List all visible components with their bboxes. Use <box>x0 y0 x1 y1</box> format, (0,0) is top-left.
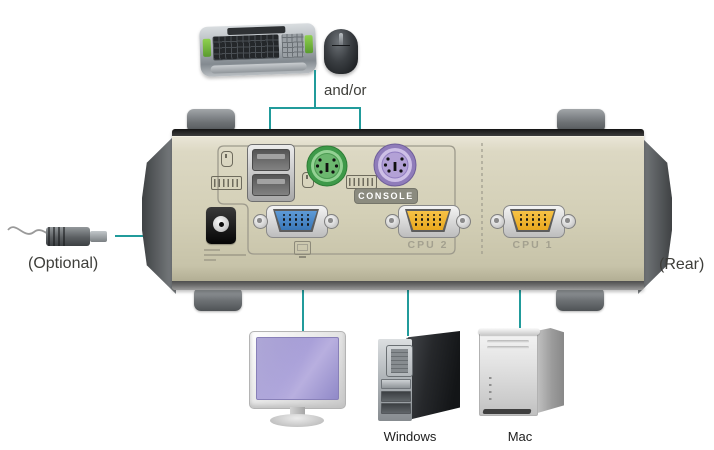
optional-label: (Optional) <box>28 255 99 272</box>
vga-screw-left <box>253 214 268 229</box>
mouse-scroll-wheel <box>339 33 343 46</box>
connector-line-mac <box>519 289 521 330</box>
connector-line-windows <box>407 289 409 336</box>
mac-front-slit <box>487 340 529 343</box>
windows-front-vent <box>386 345 413 377</box>
power-jack-pin-hole <box>218 221 224 227</box>
connector-line-power <box>115 235 155 237</box>
cpu2-vga-port-yellow <box>385 203 471 239</box>
monitor-base <box>270 414 324 427</box>
mac-computer-illustration <box>478 327 567 418</box>
dc-power-jack <box>206 207 236 244</box>
connector-line-console-drop-right <box>359 107 361 133</box>
mouse-illustration <box>324 29 358 74</box>
panel-bottom-edge <box>172 281 644 290</box>
mouse-icon <box>221 151 233 167</box>
monitor-illustration <box>249 331 346 428</box>
power-plug-cable <box>7 226 50 236</box>
console-group-outline <box>217 145 456 255</box>
mac-handle <box>478 328 540 335</box>
usb-port-bottom <box>252 174 290 196</box>
windows-computer-illustration <box>378 331 462 422</box>
windows-drive-bay <box>381 391 411 402</box>
windows-computer-label: Windows <box>383 429 437 444</box>
ps2-keyboard-port-purple <box>373 143 417 187</box>
monitor-neck <box>290 407 305 416</box>
mouse-button-split <box>332 45 350 46</box>
vga-connector-face <box>407 211 449 230</box>
panel-top-edge <box>172 129 644 137</box>
vga-screw-left <box>490 214 505 229</box>
vga-screw-right <box>324 214 339 229</box>
and-or-label: and/or <box>324 82 367 99</box>
console-vga-port-blue <box>253 203 339 239</box>
keyboard-icon <box>211 176 242 191</box>
power-plug-barrel <box>46 227 90 246</box>
mac-tower-front <box>478 328 540 416</box>
vga-connector-face <box>512 211 554 230</box>
usb-console-ports <box>247 144 295 202</box>
connector-line-console-stem <box>314 70 316 108</box>
ps2-mouse-port-green <box>306 145 348 187</box>
power-plug-tip <box>90 231 107 242</box>
mac-foot <box>482 409 532 414</box>
panel-print-markings <box>204 249 264 263</box>
chassis-foot-right <box>556 287 604 311</box>
vga-screw-right <box>456 214 471 229</box>
monitor-screen <box>256 337 339 400</box>
chassis-foot-left <box>194 287 242 311</box>
cpu2-port-label: CPU 2 <box>407 239 449 251</box>
vga-screw-left <box>385 214 400 229</box>
mac-front-slit <box>487 346 529 349</box>
vga-screw-right <box>561 214 576 229</box>
mac-computer-label: Mac <box>507 429 533 444</box>
windows-tower-front <box>378 339 413 421</box>
connector-line-console-bracket <box>269 107 361 109</box>
connector-line-monitor <box>302 289 304 333</box>
mac-front-dots <box>489 374 492 400</box>
windows-tower-side <box>408 331 460 420</box>
windows-drive-bay <box>381 403 411 414</box>
console-badge: CONSOLE <box>354 188 418 204</box>
mac-tower-side <box>534 328 564 414</box>
connector-line-console-drop-left <box>269 107 271 133</box>
cpu1-vga-port-yellow <box>490 203 576 239</box>
cpu1-port-label: CPU 1 <box>512 239 554 251</box>
windows-optical-drive <box>381 379 411 389</box>
vga-connector-face <box>275 211 317 230</box>
monitor-icon <box>294 241 311 258</box>
rear-label: (Rear) <box>659 256 705 273</box>
usb-port-top <box>252 149 290 171</box>
